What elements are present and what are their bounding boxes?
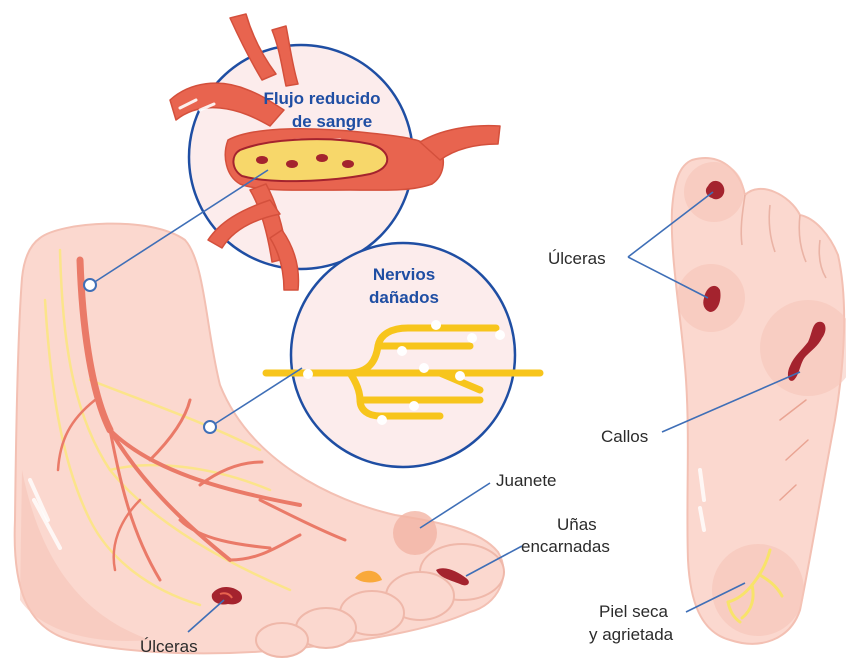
label-ingrown-line2: encarnadas bbox=[521, 537, 610, 556]
blood-flow-title-line2: de sangre bbox=[292, 112, 372, 131]
label-ulcers-top: Úlceras bbox=[548, 249, 606, 268]
label-calluses: Callos bbox=[601, 427, 648, 446]
sole-view-foot bbox=[672, 158, 846, 644]
blood-flow-title-line1: Flujo reducido bbox=[263, 89, 380, 108]
label-bunion: Juanete bbox=[496, 471, 557, 490]
pressure-area-heel bbox=[712, 544, 804, 636]
leader-dot-blood-flow bbox=[84, 279, 96, 291]
label-dry-skin-line1: Piel seca bbox=[599, 602, 669, 621]
leader-bunion bbox=[420, 483, 490, 528]
nerves-title-line2: dañados bbox=[369, 288, 439, 307]
leader-dot-nerves bbox=[204, 421, 216, 433]
bunion-area bbox=[393, 511, 437, 555]
blood-flow-callout: Flujo reducido de sangre bbox=[170, 14, 500, 290]
nerves-callout: Nervios dañados bbox=[266, 243, 540, 467]
toe-5 bbox=[256, 623, 308, 657]
label-ingrown-line1: Uñas bbox=[557, 515, 597, 534]
nerves-title-line1: Nervios bbox=[373, 265, 435, 284]
label-dry-skin-line2: y agrietada bbox=[589, 625, 674, 644]
label-ulcers-bottom: Úlceras bbox=[140, 637, 198, 656]
